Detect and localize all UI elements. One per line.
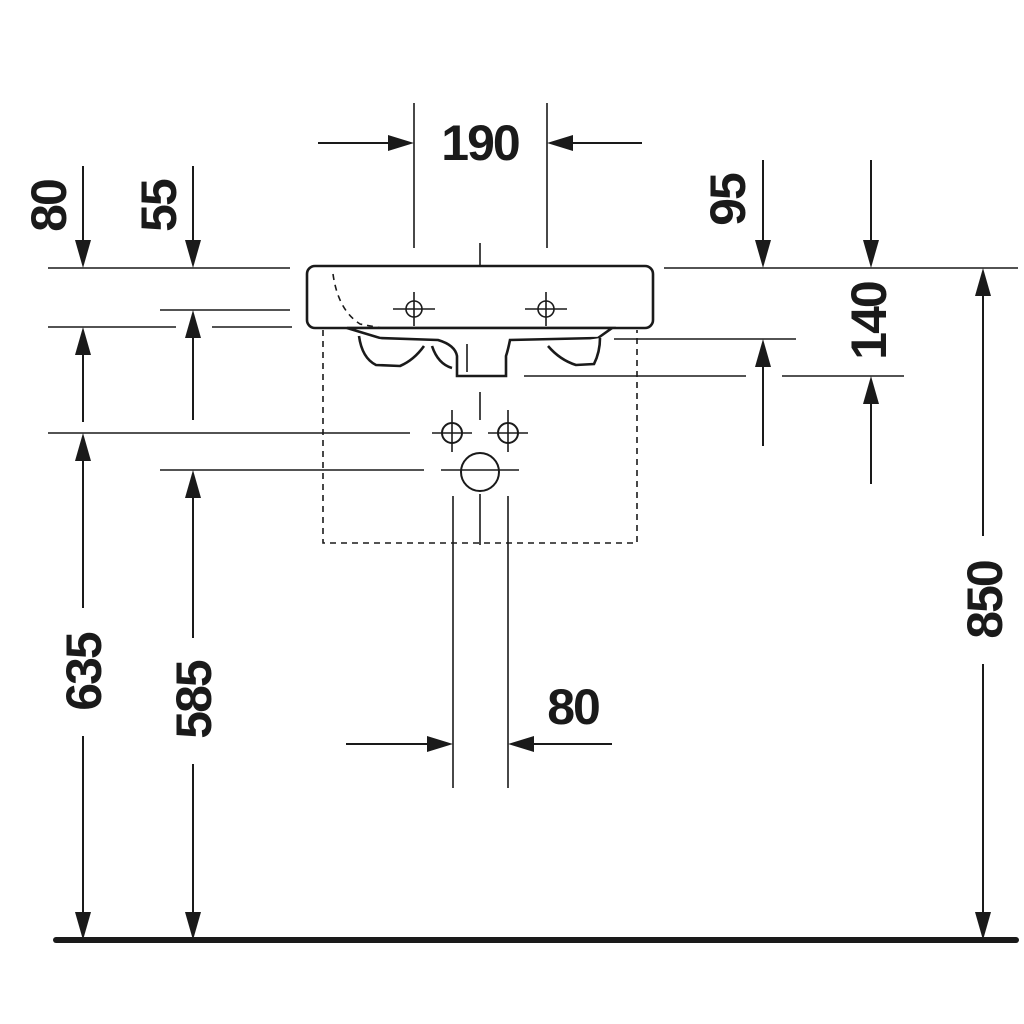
dim-label-635: 635 [56,632,112,711]
basin-bowl-hidden-edge [332,273,477,337]
tap-hole-left-icon [393,292,435,326]
dim-pipe-right-arrow [508,736,534,752]
dim-80-lower-arrow [75,327,91,355]
dim-label-190: 190 [441,115,519,171]
dim-635-bottom-arrow [75,912,91,940]
dim-95-arrow [755,240,771,268]
basin-foot-left [357,335,426,368]
dim-585-bottom-arrow [185,912,201,940]
dim-label-80-pipe: 80 [547,679,599,735]
dim-label-80-left: 80 [21,180,77,232]
dim-140-bottom-arrow [863,376,879,404]
basin-underside [346,326,617,378]
dim-585-top-arrow [185,470,201,498]
tap-hole-right-icon [525,292,567,326]
dim-850-top-arrow [975,268,991,296]
dim-55-arrow [185,240,201,268]
dim-190-left-arrow [388,135,414,151]
dim-label-850: 850 [957,561,1013,639]
dim-outlet-arrow [755,339,771,367]
supply-connection-left-icon [432,410,472,452]
dim-label-55: 55 [131,179,187,232]
basin-foot-middle [430,345,453,370]
waste-connection-icon [441,452,519,492]
basin-rim [305,264,655,330]
dim-140-top-arrow [863,240,879,268]
dim-label-585: 585 [166,660,222,739]
dim-190-right-arrow [547,135,573,151]
dim-label-140: 140 [841,282,897,360]
dim-850-bottom-arrow [975,912,991,940]
basin-foot-right [547,337,602,367]
dim-635-top-arrow [75,433,91,461]
supply-connection-right-icon [488,410,528,452]
dim-label-95: 95 [700,173,756,226]
dim-80-left-arrow [75,240,91,268]
dim-55-lower-arrow [185,310,201,338]
dim-pipe-left-arrow [427,736,453,752]
